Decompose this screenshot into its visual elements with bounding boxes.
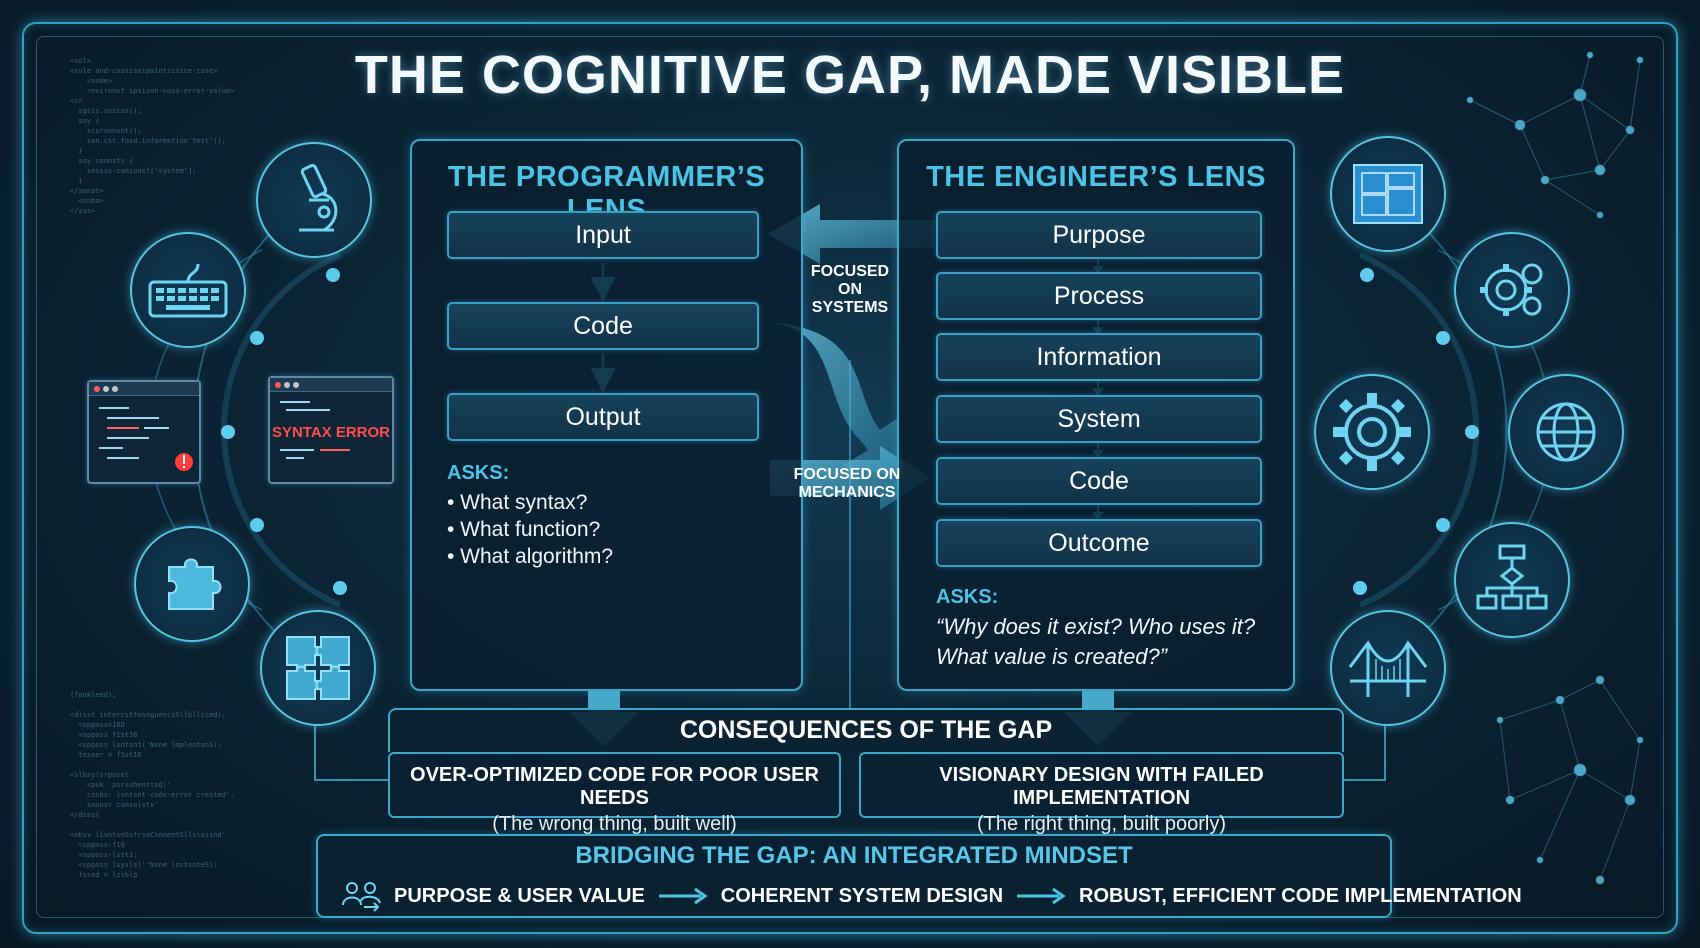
outer-frame (22, 22, 1678, 934)
code-window-icon (87, 380, 201, 484)
syntax-error-window-icon: SYNTAX ERROR (268, 376, 394, 484)
large-gear-icon (1314, 374, 1430, 490)
keyboard-icon (130, 232, 246, 348)
consequence-left-sub: (The wrong thing, built well) (492, 813, 737, 835)
bridging-gap-flow: PURPOSE & USER VALUE COHERENT SYSTEM DES… (340, 878, 1522, 914)
bridge-icon (1330, 610, 1446, 726)
globe-icon (1508, 374, 1624, 490)
engineer-step-purpose: Purpose (936, 211, 1262, 259)
arrow-focused-on-mechanics (770, 446, 930, 510)
programmer-step-output: Output (447, 393, 759, 441)
consequence-right-sub: (The right thing, built poorly) (976, 813, 1226, 835)
consequences-header (388, 708, 1344, 752)
puzzle-piece-icon (134, 526, 250, 642)
engineer-step-code: Code (936, 457, 1262, 505)
code-decoration-top: <sol> <sole and-cossisnipsinticsice-csse… (70, 57, 235, 215)
right-arrow-icon (658, 887, 708, 905)
consequence-right: VISIONARY DESIGN WITH FAILED IMPLEMENTAT… (859, 752, 1344, 835)
code-decoration-bottom: (fonkleod); <dlsst intercstfosnguen(sSll… (70, 691, 235, 879)
syntax-error-label: SYNTAX ERROR (271, 424, 391, 441)
consequence-right-main: VISIONARY DESIGN WITH FAILED IMPLEMENTAT… (939, 764, 1264, 809)
bridging-gap-title: BRIDGING THE GAP: AN INTEGRATED MINDSET (575, 842, 1133, 869)
bridging-gap-panel: BRIDGING THE GAP: AN INTEGRATED MINDSET … (316, 834, 1522, 918)
engineer-asks-label: ASKS: (936, 586, 999, 608)
users-icon (342, 882, 381, 912)
right-arrow-icon (1017, 887, 1066, 905)
engineer-quote-line-2: What value is created?” (936, 644, 1168, 669)
microscope-icon (256, 142, 372, 258)
focused-on-systems-label: FOCUSED ON SYSTEMS (810, 263, 890, 316)
engineers-lens-title: THE ENGINEER’S LENS (926, 161, 1266, 193)
engineer-asks-quote: “Why does it exist? Who uses it? What va… (936, 612, 1255, 672)
page-title: THE COGNITIVE GAP, MADE VISIBLE (354, 45, 1346, 105)
puzzle-grid-icon (260, 610, 376, 726)
programmer-asks-label: ASKS: (447, 462, 510, 484)
programmer-ask-item: • What algorithm? (447, 545, 614, 568)
consequence-left: OVER-OPTIMIZED CODE FOR POOR USER NEEDS … (388, 752, 841, 835)
bridge-step-system-design: COHERENT SYSTEM DESIGN (720, 884, 1004, 907)
engineer-step-outcome: Outcome (936, 519, 1262, 567)
engineer-step-process: Process (936, 272, 1262, 320)
blueprint-icon (1330, 136, 1446, 252)
arrow-focused-on-systems (768, 204, 935, 264)
engineer-step-information: Information (936, 333, 1262, 381)
consequence-left-main: OVER-OPTIMIZED CODE FOR POOR USER NEEDS (410, 764, 819, 809)
programmer-ask-item: • What syntax? (447, 491, 588, 514)
engineer-quote-line-1: “Why does it exist? Who uses it? (936, 614, 1256, 639)
bridge-step-purpose: PURPOSE & USER VALUE (394, 884, 645, 907)
bridge-step-implementation: ROBUST, EFFICIENT CODE IMPLEMENTATION (1079, 884, 1522, 907)
gears-icon (1454, 232, 1570, 348)
programmer-step-input: Input (447, 211, 759, 259)
programmer-ask-item: • What function? (447, 518, 601, 541)
focused-on-mechanics-label: FOCUSED ON MECHANICS (793, 466, 901, 501)
programmer-asks-list: • What syntax? • What function? • What a… (447, 489, 613, 570)
engineer-step-system: System (936, 395, 1262, 443)
programmer-step-code: Code (447, 302, 759, 350)
curved-flow-arrow (768, 322, 905, 478)
flowchart-icon (1454, 522, 1570, 638)
consequences-title: CONSEQUENCES OF THE GAP (679, 716, 1053, 744)
